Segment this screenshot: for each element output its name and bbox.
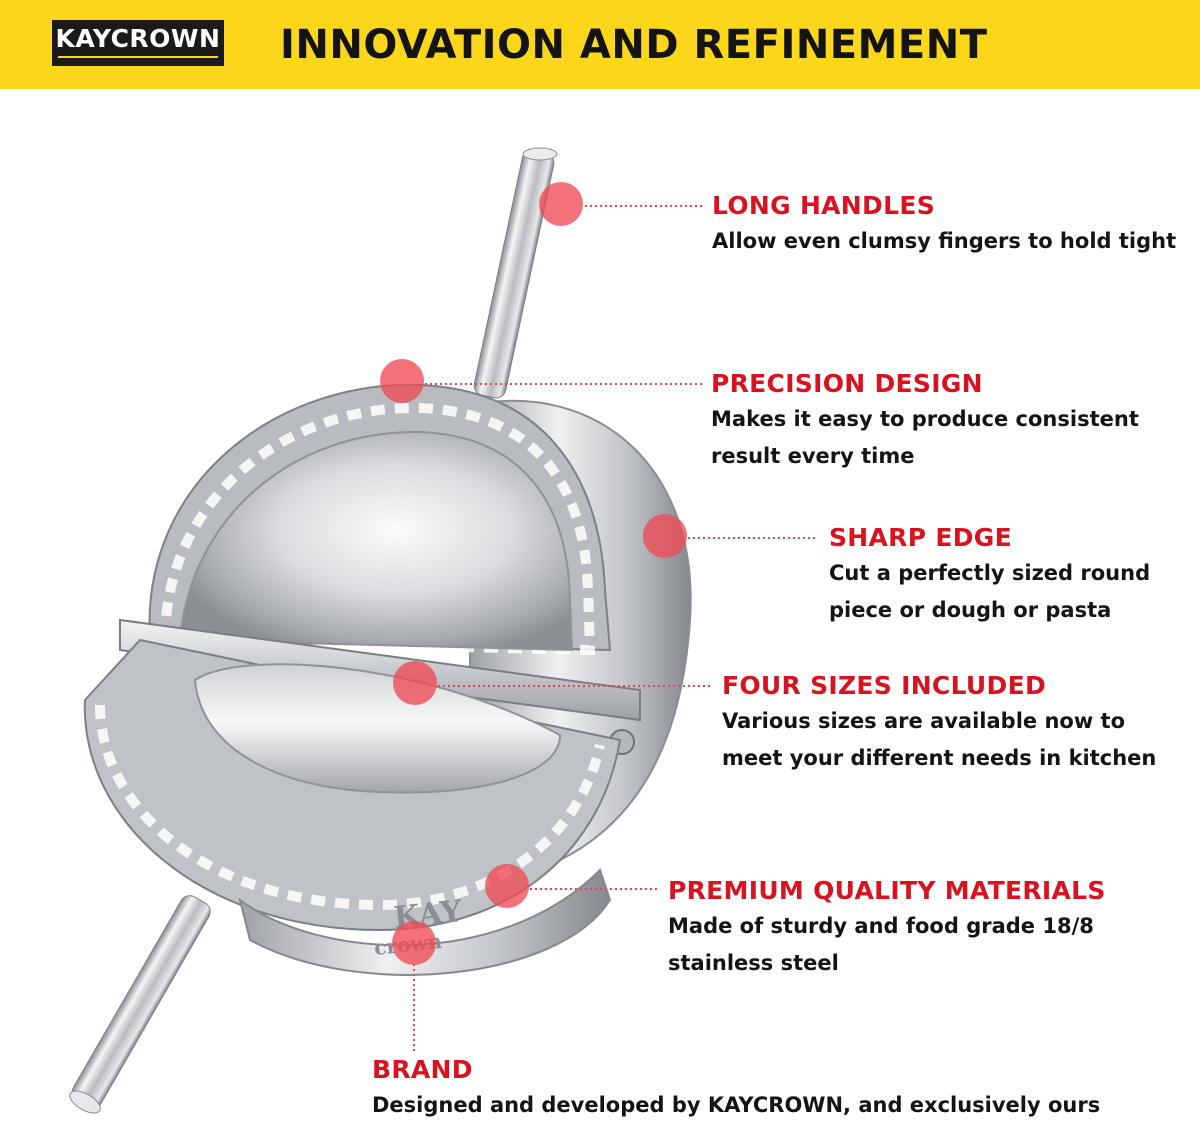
feature-premium-materials: PREMIUM QUALITY MATERIALS Made of sturdy… bbox=[668, 874, 1106, 982]
feature-brand: BRAND Designed and developed by KAYCROWN… bbox=[372, 1053, 1100, 1124]
feature-long-handles: LONG HANDLES Allow even clumsy fingers t… bbox=[712, 189, 1176, 260]
marker-four-sizes bbox=[393, 661, 437, 705]
header-banner: KAYCROWN INNOVATION AND REFINEMENT bbox=[0, 0, 1200, 89]
feature-four-sizes: FOUR SIZES INCLUDED Various sizes are av… bbox=[722, 669, 1156, 777]
feature-title: PREMIUM QUALITY MATERIALS bbox=[668, 876, 1106, 905]
feature-title: BRAND bbox=[372, 1055, 473, 1084]
feature-description: Made of sturdy and food grade 18/8 stain… bbox=[668, 914, 1094, 975]
feature-description: Designed and developed by KAYCROWN, and … bbox=[372, 1093, 1101, 1117]
feature-title: SHARP EDGE bbox=[829, 523, 1012, 552]
feature-title: LONG HANDLES bbox=[712, 191, 935, 220]
bottom-handle bbox=[69, 895, 211, 1114]
dumpling-maker-illustration: KAY crown bbox=[69, 147, 818, 1114]
marker-premium-materials bbox=[485, 864, 529, 908]
feature-description: Makes it easy to produce consistent resu… bbox=[711, 407, 1139, 468]
feature-precision-design: PRECISION DESIGN Makes it easy to produc… bbox=[711, 367, 1139, 475]
brand-logo-text: KAYCROWN bbox=[55, 24, 221, 53]
feature-sharp-edge: SHARP EDGE Cut a perfectly sized round p… bbox=[829, 521, 1150, 629]
marker-sharp-edge bbox=[643, 514, 687, 558]
marker-precision-design bbox=[380, 359, 424, 403]
hinge-plate bbox=[119, 618, 641, 722]
marker-brand bbox=[392, 921, 436, 965]
lower-crimped-rim bbox=[83, 638, 622, 932]
feature-description: Cut a perfectly sized round piece or dou… bbox=[829, 561, 1151, 622]
feature-description: Allow even clumsy fingers to hold tight bbox=[712, 229, 1177, 253]
callout-markers bbox=[380, 182, 818, 1052]
top-handle bbox=[473, 147, 558, 399]
upper-crimped-rim bbox=[148, 383, 612, 656]
brand-logo: KAYCROWN bbox=[52, 20, 224, 66]
logo-underline bbox=[58, 56, 218, 58]
front-base bbox=[238, 868, 612, 976]
feature-description: Various sizes are available now to meet … bbox=[722, 709, 1157, 770]
marker-long-handles bbox=[539, 182, 583, 226]
feature-title: PRECISION DESIGN bbox=[711, 369, 983, 398]
headline: INNOVATION AND REFINEMENT bbox=[280, 22, 988, 68]
feature-title: FOUR SIZES INCLUDED bbox=[722, 671, 1046, 700]
